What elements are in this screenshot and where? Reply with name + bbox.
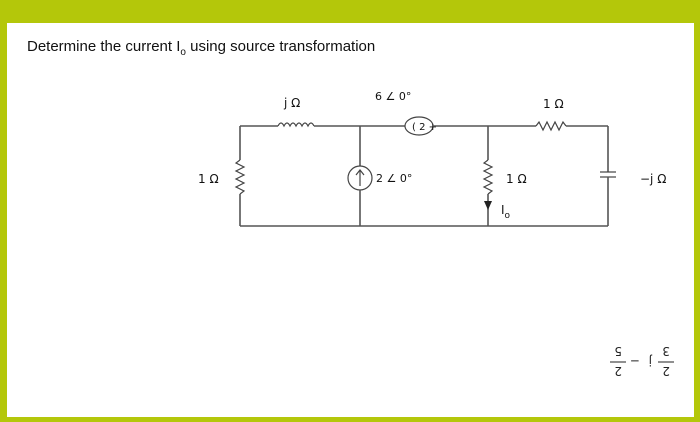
inductor-symbol: [240, 122, 360, 128]
current-source-symbol: [347, 126, 373, 226]
left-resistor-label: 1 Ω: [198, 172, 219, 186]
question-prefix: Determine the current I: [27, 38, 181, 55]
capacitor-label: −j Ω: [640, 172, 666, 186]
top-right-resistor-label: 1 Ω: [543, 97, 564, 111]
answer-minus: −: [630, 354, 640, 368]
current-direction-arrow: [484, 201, 492, 210]
capacitor-symbol: [600, 126, 616, 226]
current-label-main: I: [501, 203, 505, 217]
middle-resistor-label: 1 Ω: [506, 172, 527, 186]
question-suffix: using source transformation: [185, 38, 376, 55]
middle-resistor-symbol: [482, 126, 494, 226]
answer-j: j: [649, 354, 653, 368]
answer-denominator-a: 3: [662, 344, 670, 358]
question-text: Determine the current Io using source tr…: [27, 38, 376, 58]
answer-fraction: 2 3 j − 2 5: [610, 344, 674, 378]
current-label-sub: o: [505, 211, 511, 221]
current-label: Io: [501, 203, 511, 221]
left-resistor-symbol: [234, 126, 246, 226]
answer-numerator-a: 2: [662, 364, 670, 378]
svg-text:( 2 +: ( 2 +: [412, 122, 437, 133]
top-right-resistor-symbol: [488, 120, 608, 132]
answer-numerator-b: 2: [614, 364, 622, 378]
slide: Determine the current Io using source tr…: [7, 23, 694, 417]
question-subscript: o: [180, 47, 186, 58]
voltage-source-label: 6 ∠ 0°: [375, 90, 411, 103]
current-source-label: 2 ∠ 0°: [376, 172, 412, 185]
inductor-label: j Ω: [283, 96, 300, 110]
answer-denominator-b: 5: [614, 344, 622, 358]
voltage-source-symbol: ( 2 +: [360, 116, 488, 136]
